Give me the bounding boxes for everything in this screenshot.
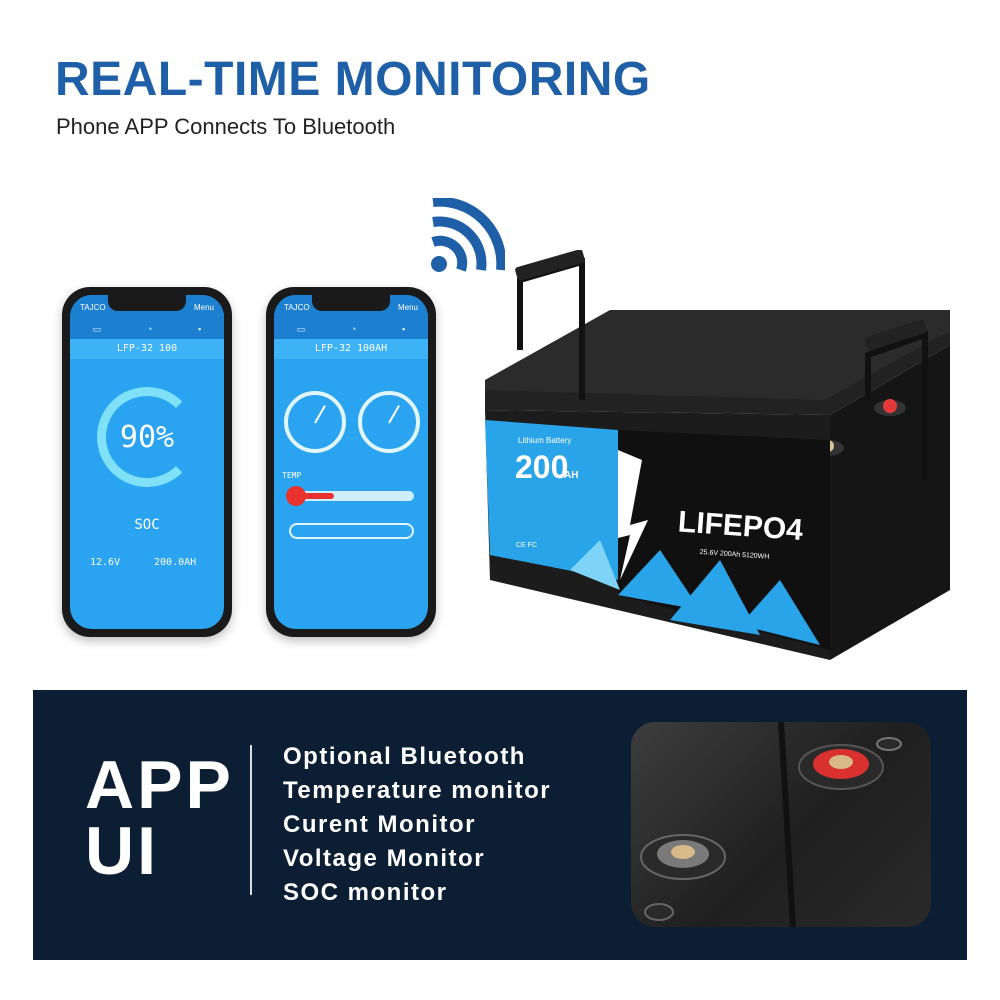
- current-gauge: [358, 391, 420, 453]
- thermometer-icon: [286, 486, 306, 506]
- feature-item: SOC monitor: [283, 879, 448, 906]
- feature-item: Curent Monitor: [283, 811, 476, 838]
- feature-banner: APP UI Optional Bluetooth Temperature mo…: [33, 690, 967, 960]
- feature-item: Temperature monitor: [283, 777, 552, 804]
- battery-label: Lithium Battery: [518, 436, 571, 445]
- battery-model: LFP-32 100: [70, 339, 224, 359]
- wifi-signal-icon: [431, 198, 505, 272]
- lifepo4-battery: Lithium Battery 200 AH CE FC LIFEPO4 25.…: [485, 250, 950, 660]
- toggle-slider[interactable]: [289, 523, 414, 539]
- gauge-tab-icon[interactable]: ◔: [146, 324, 153, 334]
- feature-list: Optional Bluetooth Temperature monitor C…: [283, 740, 551, 910]
- app-menu[interactable]: Menu: [193, 302, 214, 312]
- app-ui-heading: APP UI: [85, 747, 234, 889]
- page-title: REAL-TIME MONITORING: [55, 53, 651, 106]
- page-subtitle: Phone APP Connects To Bluetooth: [56, 114, 396, 139]
- app-menu[interactable]: Menu: [397, 302, 418, 312]
- terminal-closeup-image: [631, 722, 931, 927]
- phone-notch: [108, 295, 186, 311]
- feature-item: Optional Bluetooth: [283, 743, 526, 770]
- phone-gauges: TAJCO Menu ▭ ◔ ▪ LFP-32 100AH TEMP: [266, 287, 436, 637]
- battery-certs: CE FC: [516, 542, 537, 549]
- battery-capacity: 200: [515, 449, 568, 485]
- terminal-closeup-graphic: [640, 722, 902, 927]
- app-brand: TAJCO: [284, 302, 310, 312]
- phone-screen: TAJCO Menu ▭ ◔ ▪ LFP-32 100 90% SOC 12.6…: [70, 295, 224, 629]
- gauge-tab-icon[interactable]: ◔: [350, 324, 357, 334]
- phone-soc: TAJCO Menu ▭ ◔ ▪ LFP-32 100 90% SOC 12.6…: [62, 287, 232, 637]
- battery-model: LFP-32 100AH: [274, 339, 428, 359]
- app-tabbar: ▭ ◔ ▪: [274, 319, 428, 339]
- feature-item: Voltage Monitor: [283, 845, 486, 872]
- battery-capacity-unit: AH: [564, 470, 578, 481]
- temp-fill: [294, 493, 334, 499]
- voltage-value: 12.6V: [90, 557, 121, 568]
- battery-tab-icon[interactable]: ▭: [296, 323, 306, 334]
- app-tabbar: ▭ ◔ ▪: [70, 319, 224, 339]
- soc-ring: [97, 387, 197, 487]
- soc-value: 90%: [119, 419, 175, 455]
- temp-label: TEMP: [282, 471, 302, 480]
- battery-spec: 25.6V 200Ah 5120WH: [700, 549, 770, 561]
- banner-divider: [250, 745, 252, 895]
- temp-bar: [289, 491, 414, 501]
- settings-tab-icon[interactable]: ▪: [401, 324, 406, 334]
- soc-label: SOC: [134, 517, 160, 533]
- phone-notch: [312, 295, 390, 311]
- capacity-value: 200.0AH: [154, 557, 197, 568]
- battery-tab-icon[interactable]: ▭: [92, 323, 102, 334]
- settings-tab-icon[interactable]: ▪: [197, 324, 202, 334]
- app-ui-line2: UI: [85, 813, 159, 889]
- app-brand: TAJCO: [80, 302, 106, 312]
- voltage-gauge: [284, 391, 346, 453]
- phone-screen: TAJCO Menu ▭ ◔ ▪ LFP-32 100AH TEMP: [274, 295, 428, 629]
- app-ui-line1: APP: [85, 747, 234, 823]
